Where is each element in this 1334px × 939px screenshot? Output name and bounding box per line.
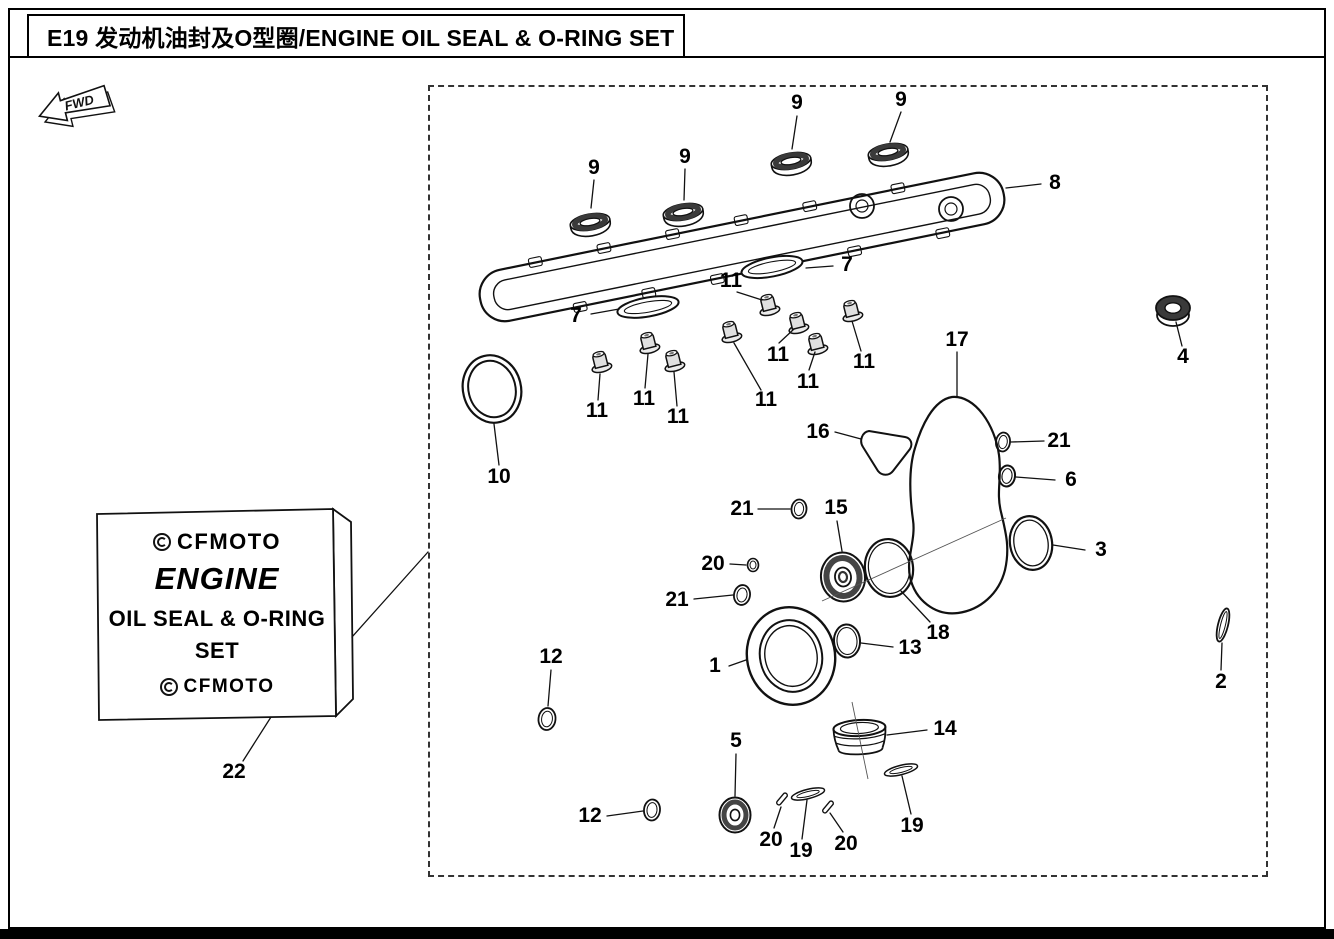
cfmoto-brand-text: CFMOTO — [183, 676, 275, 697]
part-2-oring — [1215, 607, 1231, 643]
part-3-oring — [1008, 515, 1054, 571]
part-6-oring — [997, 464, 1017, 488]
part-11-valve-stem-seal — [755, 291, 782, 319]
cfmoto-logo-icon — [159, 678, 178, 696]
part-8-valve-cover-gasket — [478, 171, 1006, 323]
part-20-oring — [746, 557, 760, 573]
part-11-valve-stem-seal — [587, 348, 614, 376]
kit-title-line3: SET — [194, 638, 240, 663]
part-10-oring — [461, 354, 523, 424]
part-9-plug-seal — [662, 201, 705, 230]
part-11-valve-stem-seal — [803, 330, 830, 358]
part-19-washer — [882, 760, 920, 780]
part-5-oil-seal — [718, 796, 752, 834]
fwd-label: FWD — [63, 92, 96, 114]
part-9-plug-seal — [569, 211, 612, 240]
part-22-kit-box — [96, 507, 354, 721]
center-lines — [821, 517, 1007, 780]
part-7-half-moon-seal — [616, 295, 680, 319]
part-12-oring — [537, 707, 557, 731]
part-17-water-pump-gasket — [908, 395, 1009, 615]
part-13-oring — [832, 623, 862, 659]
part-11-valve-stem-seal — [660, 347, 687, 375]
part-14-cap-seal — [832, 718, 887, 756]
page-title: E19 发动机油封及O型圈/ENGINE OIL SEAL & O-RING S… — [47, 25, 675, 51]
part-11-valve-stem-seal — [635, 329, 662, 357]
kit-title-line1: ENGINE — [154, 561, 280, 596]
part-15-mechanical-seal — [819, 551, 867, 603]
part-21-oring — [733, 584, 751, 606]
diagram-dashed-frame — [428, 85, 1268, 877]
part-11-valve-stem-seal — [784, 309, 811, 337]
part-12-oring — [643, 798, 661, 822]
part-4-grommet-seal — [1155, 295, 1191, 327]
cfmoto-logo-top: CFMOTO — [100, 529, 334, 555]
page-title-box: E19 发动机油封及O型圈/ENGINE OIL SEAL & O-RING S… — [27, 14, 685, 58]
part-16-small-gasket — [860, 429, 913, 476]
part-7-half-moon-seal — [740, 254, 804, 280]
part-11-valve-stem-seal — [717, 318, 744, 346]
part-18-oring — [863, 537, 915, 599]
bottom-bar — [0, 929, 1334, 939]
cfmoto-logo-icon — [153, 533, 172, 551]
part-9-plug-seal — [867, 141, 910, 170]
part-21-oring — [790, 498, 808, 520]
leader-lines — [242, 111, 1223, 840]
fwd-arrow-icon: FWD — [37, 84, 116, 128]
kit-title-line2: OIL SEAL & O-RING — [108, 606, 326, 631]
part-20-pin — [821, 799, 835, 815]
part-19-washer — [789, 784, 827, 804]
part-11-valve-stem-seal — [838, 297, 865, 325]
part-1-oil-seal — [745, 606, 837, 706]
part-20-pin — [775, 791, 789, 807]
cfmoto-logo-bottom: CFMOTO — [100, 676, 334, 698]
cfmoto-brand-text: CFMOTO — [177, 529, 281, 554]
part-9-plug-seal — [770, 150, 813, 179]
